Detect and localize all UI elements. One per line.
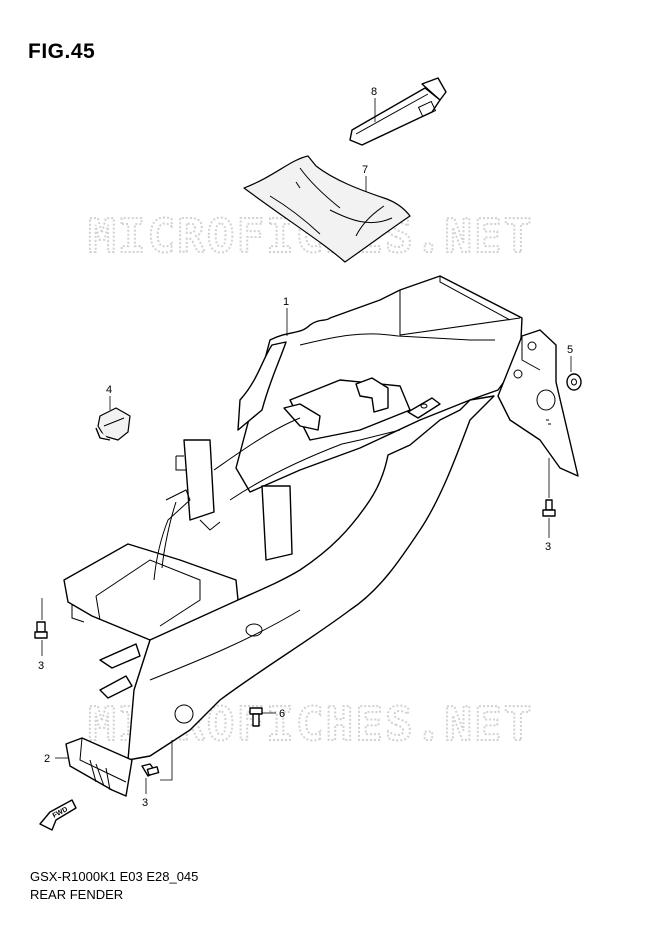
part-5-washer[interactable]	[566, 373, 582, 391]
part-2-bracket[interactable]	[65, 737, 133, 797]
callout-6: 6	[279, 708, 285, 720]
part-8-strap[interactable]	[349, 77, 447, 146]
part-3-bolt-right[interactable]	[542, 499, 556, 517]
part-3-bolt-left[interactable]	[34, 621, 48, 639]
figure-title: FIG.45	[28, 40, 96, 63]
part-6-bolt[interactable]	[249, 707, 263, 727]
part-4-clamp[interactable]	[95, 407, 131, 441]
part-1-rear-fender[interactable]	[63, 275, 579, 761]
leader-3-bottom	[145, 740, 173, 794]
callout-4: 4	[106, 384, 112, 396]
figure-code: GSX-R1000K1 E03 E28_045	[30, 869, 199, 884]
part-7-cover[interactable]	[243, 155, 411, 263]
callout-3-left: 3	[38, 660, 44, 672]
callout-8: 8	[371, 86, 377, 98]
callout-5: 5	[567, 344, 573, 356]
callout-3-right: 3	[545, 541, 551, 553]
callout-2: 2	[44, 753, 50, 765]
callout-3-bottom: 3	[142, 797, 148, 809]
part-3-bolt-bottom[interactable]	[141, 763, 160, 777]
figure-name: REAR FENDER	[30, 887, 124, 902]
callout-7: 7	[362, 164, 368, 176]
callout-1: 1	[283, 296, 289, 308]
forward-arrow-icon: FWD	[39, 799, 77, 831]
